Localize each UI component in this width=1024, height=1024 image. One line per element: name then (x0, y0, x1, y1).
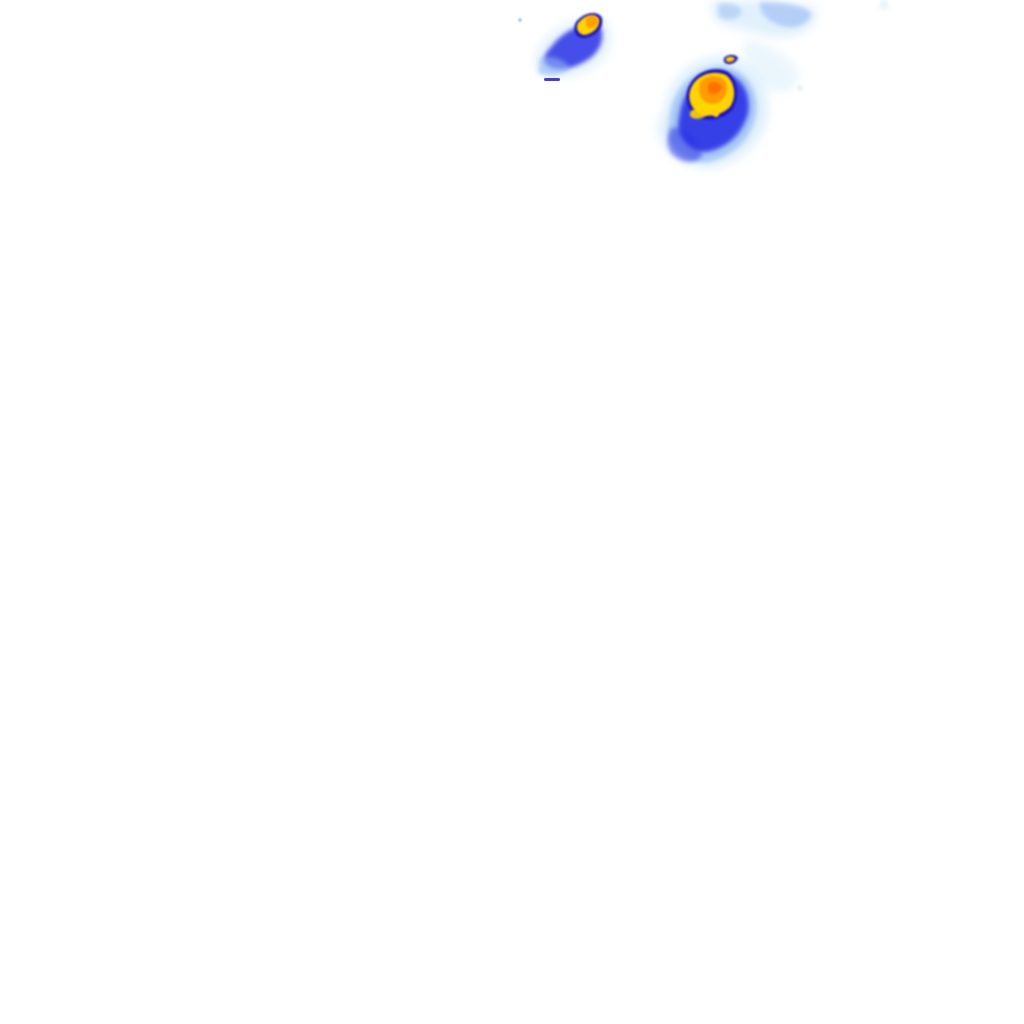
central-storm-cell (657, 55, 769, 169)
northeast-light-echoes (711, 0, 889, 92)
northwest-storm-cell (518, 13, 611, 81)
